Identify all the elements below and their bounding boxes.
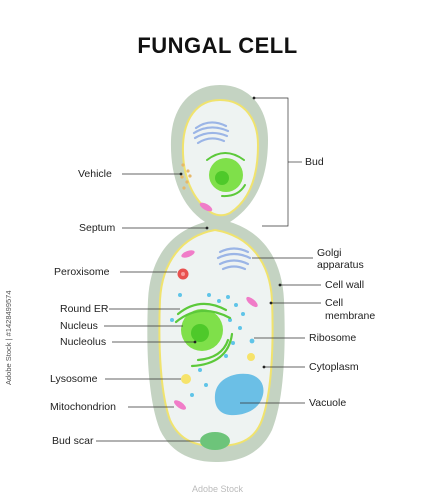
bud-nucleolus bbox=[215, 171, 229, 185]
label-cytoplasm: Cytoplasm bbox=[309, 361, 359, 373]
leader-dot-nucleolus bbox=[193, 340, 197, 344]
label-mitochondrion: Mitochondrion bbox=[50, 401, 116, 413]
label-ribosome: Ribosome bbox=[309, 332, 356, 344]
label-bud-scar: Bud scar bbox=[52, 435, 94, 447]
label-nucleus: Nucleus bbox=[60, 320, 98, 332]
nucleolus bbox=[191, 324, 209, 342]
label-round-er: Round ER bbox=[60, 303, 109, 315]
vacuole bbox=[214, 373, 264, 416]
mother-mitochondrion-right bbox=[246, 296, 258, 308]
bud-vesicles bbox=[180, 163, 192, 190]
mother-mitochondrion-top bbox=[181, 250, 195, 258]
label-vacuole: Vacuole bbox=[309, 397, 346, 409]
stock-watermark: Adobe Stock bbox=[191, 484, 244, 494]
label-group-left: Vehicle Septum Peroxisome Round ER Nucle… bbox=[50, 168, 209, 447]
leader-dot-septum bbox=[205, 226, 209, 230]
stock-image-id: Adobe Stock | #1428499574 bbox=[4, 290, 13, 385]
bud-mitochondrion bbox=[199, 202, 213, 212]
ribosomes bbox=[170, 293, 255, 397]
leader-dot-cytoplasm bbox=[262, 365, 266, 369]
label-golgi-line1: Golgi bbox=[317, 247, 342, 259]
label-cell-wall: Cell wall bbox=[325, 279, 364, 291]
bud-scar bbox=[200, 432, 230, 450]
round-er bbox=[174, 302, 234, 368]
leader-dot-vehicle bbox=[179, 172, 183, 176]
golgi-bud bbox=[192, 121, 230, 145]
mother-mitochondrion-bottom bbox=[174, 400, 186, 410]
label-vehicle: Vehicle bbox=[78, 168, 112, 180]
label-cell-membrane-line2: membrane bbox=[325, 310, 375, 322]
label-nucleolus: Nucleolus bbox=[60, 336, 106, 348]
label-cell-membrane-line1: Cell bbox=[325, 297, 343, 309]
label-bud: Bud bbox=[305, 156, 324, 168]
leader-dot-cell-membrane bbox=[269, 301, 273, 305]
label-lysosome: Lysosome bbox=[50, 373, 98, 385]
lysosome-small bbox=[247, 353, 255, 361]
label-peroxisome: Peroxisome bbox=[54, 266, 110, 278]
bud-round-er bbox=[206, 152, 246, 198]
label-golgi-line2: apparatus bbox=[317, 259, 364, 271]
lysosome bbox=[181, 374, 191, 384]
leader-dot-cell-wall bbox=[278, 283, 282, 287]
leader-dot-bud-top bbox=[252, 96, 256, 100]
golgi-mother bbox=[216, 247, 252, 271]
peroxisome-center bbox=[181, 272, 185, 276]
diagram-title: FUNGAL CELL bbox=[137, 33, 298, 58]
label-septum: Septum bbox=[79, 222, 115, 234]
label-group-right: Bud Golgi apparatus Cell wall Cell membr… bbox=[240, 96, 375, 409]
